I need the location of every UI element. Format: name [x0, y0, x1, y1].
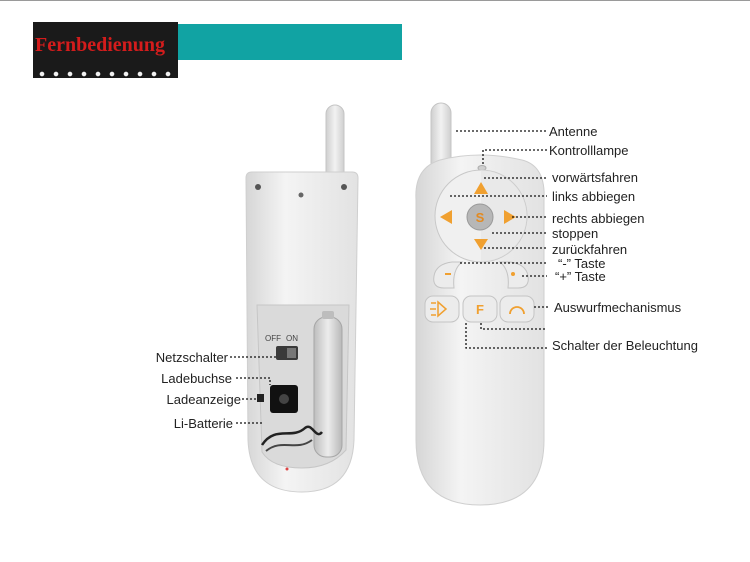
charge-led: [257, 394, 264, 402]
top-border-line: [0, 0, 750, 1]
leader-lines: [230, 130, 550, 424]
label-minus-key: “-” Taste: [558, 256, 606, 271]
front-remote: [415, 102, 545, 506]
title-box: [33, 22, 178, 78]
eject-icon: [509, 306, 525, 315]
right-arrow-icon[interactable]: [504, 210, 516, 224]
backward-arrow-icon[interactable]: [474, 239, 488, 250]
label-control-lamp: Kontrolllampe: [549, 143, 629, 158]
function-button[interactable]: [462, 295, 498, 323]
eject-button[interactable]: [499, 295, 535, 323]
switch-on-label: ON: [286, 334, 298, 343]
light-icon: [430, 300, 448, 318]
stop-button[interactable]: [466, 203, 494, 231]
title-accent-bar: [178, 24, 402, 60]
page-title: Fernbedienung: [35, 34, 166, 56]
label-charging-socket: Ladebuchse: [161, 371, 232, 386]
label-backward: zurückfahren: [552, 242, 628, 257]
label-forward: vorwärtsfahren: [552, 170, 638, 185]
label-turn-left: links abbiegen: [552, 189, 636, 204]
battery-wires: [260, 425, 323, 446]
label-turn-right: rechts abbiegen: [552, 211, 645, 226]
back-remote: [245, 104, 359, 493]
function-button-letter: F: [476, 302, 484, 317]
switch-off-label: OFF: [265, 334, 281, 343]
label-plus-key: “+” Taste: [555, 269, 606, 284]
label-power-switch: Netzschalter: [155, 350, 228, 365]
left-arrow-icon[interactable]: [440, 210, 452, 224]
label-eject: Auswurfmechanismus: [554, 300, 682, 315]
label-antenna: Antenne: [549, 124, 598, 139]
battery: [313, 316, 343, 458]
label-battery: Li-Batterie: [173, 416, 233, 431]
label-light-switch: Schalter der Beleuchtung: [552, 338, 698, 353]
stop-button-letter: S: [476, 210, 485, 225]
forward-arrow-icon[interactable]: [474, 182, 488, 194]
label-stop: stoppen: [552, 226, 599, 241]
title-decoration: [35, 70, 175, 78]
label-charge-indicator: Ladeanzeige: [166, 392, 241, 407]
